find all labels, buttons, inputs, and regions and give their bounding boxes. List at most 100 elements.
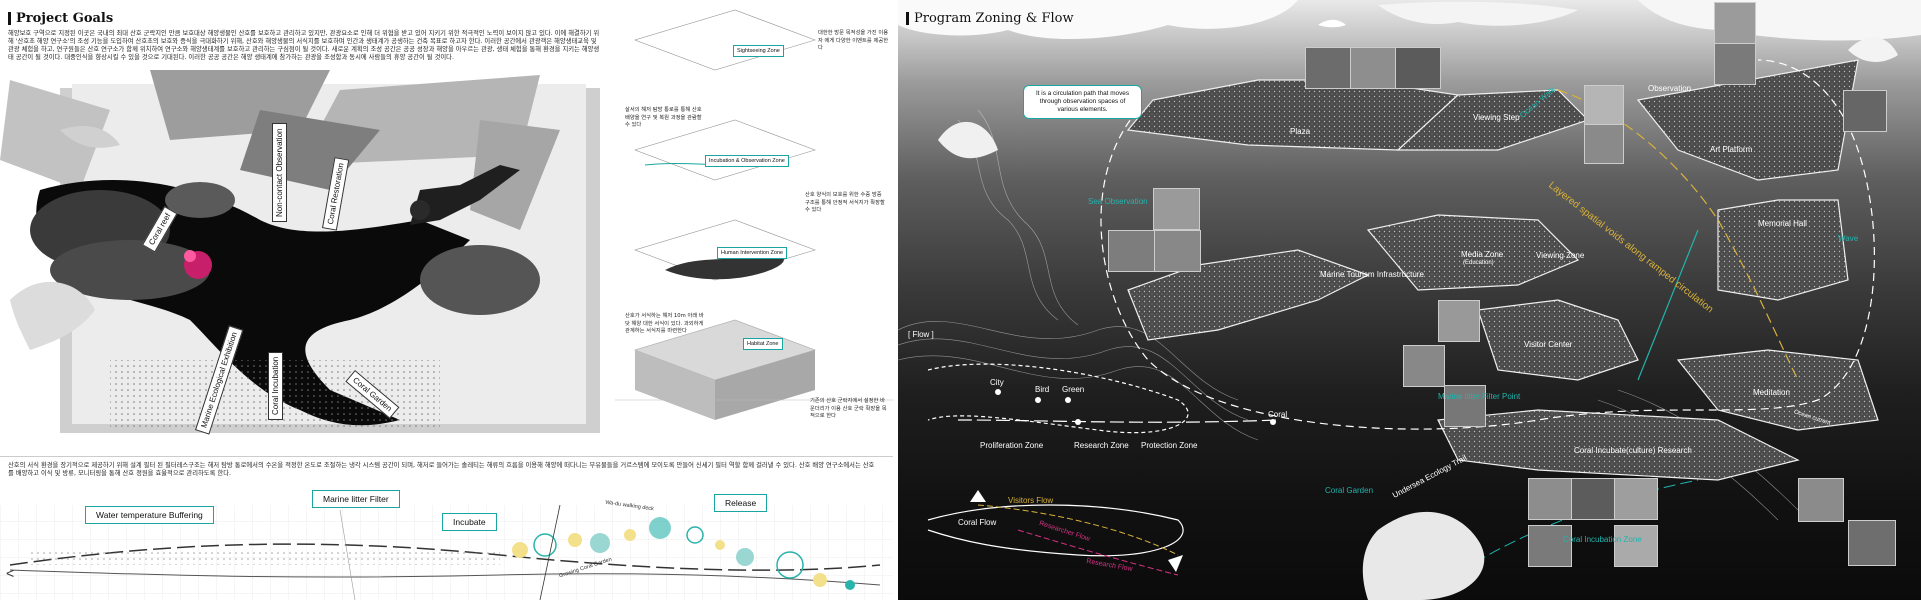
visitors-flow-line bbox=[977, 504, 1179, 556]
zone-habitat: Habitat Zone bbox=[743, 338, 783, 350]
island bbox=[1362, 511, 1485, 600]
zone-visitor-center: Visitor Center bbox=[1524, 340, 1573, 349]
photo-5 bbox=[1584, 124, 1624, 164]
flow-green: Green bbox=[1062, 385, 1085, 394]
diver-head bbox=[410, 200, 430, 220]
zone-media: Media Zone bbox=[1461, 250, 1504, 259]
filter-pole bbox=[339, 509, 356, 600]
prev-arrow[interactable]: < bbox=[6, 565, 15, 581]
habitat-side-r bbox=[715, 350, 815, 420]
note-human: 산호 양식의 보호를 위한 수중 방증 구조를 통해 안정적 서식지가 확장할 … bbox=[805, 192, 885, 213]
project-goals-board: Project Goals 해양보호 구역으로 지정된 이곳은 국내의 최대 산… bbox=[0, 0, 893, 600]
flow-arrow bbox=[1168, 555, 1183, 572]
coral-flow-loop bbox=[927, 504, 1184, 557]
legend-marine-litter: Marine litter Filter bbox=[312, 490, 400, 508]
photo-16 bbox=[1571, 478, 1615, 520]
plate-marine-tourism bbox=[1127, 249, 1370, 341]
photo-20 bbox=[1798, 478, 1844, 522]
photo-10 bbox=[1108, 230, 1155, 272]
photo-17 bbox=[1614, 478, 1658, 520]
legend-incubate: Incubate bbox=[442, 513, 497, 531]
researcher-flow-line bbox=[1017, 529, 1179, 576]
teal-wave: Wave bbox=[1838, 234, 1859, 243]
bird-left bbox=[938, 121, 998, 159]
flow-bird: Bird bbox=[1035, 385, 1050, 394]
layer-1 bbox=[634, 9, 816, 71]
zone-incubation-observation: Incubation & Observation Zone bbox=[705, 155, 789, 167]
zone-observation: Observation bbox=[1648, 84, 1692, 93]
divider bbox=[0, 456, 893, 457]
teal-ramp bbox=[1637, 229, 1699, 381]
zone-plaza: Plaza bbox=[1290, 127, 1311, 136]
teal-coral-incubation-zone: Coral Incubation Zone bbox=[1563, 535, 1642, 544]
photo-13 bbox=[1403, 345, 1445, 387]
zone-human-intervention: Human Intervention Zone bbox=[717, 247, 788, 259]
zone-media-sub: (Education) bbox=[1463, 260, 1494, 266]
flow-loop bbox=[927, 363, 1189, 434]
photo-15 bbox=[1528, 478, 1572, 520]
program-zoning-title: Program Zoning & Flow bbox=[906, 11, 1074, 26]
program-zoning-heading: Program Zoning & Flow bbox=[914, 11, 1074, 26]
circulation-callout: It is a circulation path that moves thro… bbox=[1023, 85, 1142, 119]
release-pole bbox=[539, 504, 561, 600]
rock-right bbox=[420, 245, 540, 315]
project-goals-title: Project Goals bbox=[8, 11, 113, 26]
flow-city: City bbox=[990, 378, 1004, 387]
flow-visitors: Visitors Flow bbox=[1008, 496, 1054, 505]
photo-18 bbox=[1528, 525, 1572, 567]
zoning-graphic bbox=[898, 0, 1921, 600]
teal-sea-observation: Sea Observation bbox=[1088, 197, 1148, 206]
zone-marine-tourism: Marine Tourism Infrastructure bbox=[1320, 270, 1424, 279]
rock-left-2 bbox=[50, 240, 210, 300]
flow-research-zone: Research Zone bbox=[1074, 441, 1129, 450]
axon-layers bbox=[615, 9, 893, 420]
rock-layer bbox=[665, 254, 784, 280]
diver bbox=[410, 165, 520, 225]
photo-1 bbox=[1305, 47, 1351, 89]
zone-art-platform: Art Platform bbox=[1710, 145, 1753, 154]
ground-line bbox=[9, 569, 881, 586]
main-collage: Coral reef Non-contact Observation Coral… bbox=[0, 70, 600, 440]
grey-shape-3 bbox=[0, 80, 110, 190]
cloud-top-right bbox=[1638, 0, 1921, 41]
teal-marine-litter-point: Marine litter Filter Point bbox=[1438, 392, 1521, 401]
photo-4 bbox=[1584, 85, 1624, 125]
flow-protection-zone: Protection Zone bbox=[1141, 441, 1198, 450]
title-bar bbox=[8, 12, 11, 25]
gull-top-left bbox=[60, 125, 120, 148]
plate-viewing-step bbox=[1396, 89, 1590, 151]
cloud-top-mid bbox=[1378, 1, 1578, 26]
project-goals-intro: 해양보호 구역으로 지정된 이곳은 국내의 최대 산호 군락지인 만큼 보호대상… bbox=[8, 30, 600, 61]
photo-21 bbox=[1848, 520, 1896, 566]
zone-viewing: Viewing Zone bbox=[1536, 251, 1585, 260]
layer-2 bbox=[634, 119, 816, 181]
axon-stack: Sightseeing Zone Incubation & Observatio… bbox=[615, 0, 893, 450]
zone-sightseeing: Sightseeing Zone bbox=[733, 45, 784, 57]
legend-release: Release bbox=[714, 494, 768, 512]
plate-media-zone bbox=[1366, 214, 1580, 291]
note-incubation: 살서의 해저 탐방 통로를 통해 산호 배양을 연구 및 복원 과정을 관람할 … bbox=[625, 107, 702, 128]
photo-9 bbox=[1153, 188, 1200, 230]
flow-arrow-up bbox=[970, 490, 986, 502]
photo-3 bbox=[1395, 47, 1441, 89]
grey-shape-5 bbox=[470, 120, 560, 230]
label-coral-incubation: Coral Incubation bbox=[268, 351, 283, 420]
photo-6 bbox=[1714, 2, 1756, 44]
photo-8 bbox=[1843, 90, 1887, 132]
plate-visitor-center bbox=[1477, 299, 1639, 381]
rock-mid bbox=[165, 182, 235, 218]
flow-nodes bbox=[995, 389, 1276, 425]
photo-11 bbox=[1154, 230, 1201, 272]
zone-viewing-step: Viewing Step bbox=[1473, 113, 1520, 122]
plate-coral-research bbox=[1437, 409, 1800, 481]
pink-coral-highlight bbox=[184, 250, 196, 262]
incubate-circles bbox=[512, 517, 855, 590]
zone-memorial-hall: Memorial Hall bbox=[1758, 219, 1807, 228]
cloud-top-left bbox=[898, 0, 1298, 40]
habitat-side-l bbox=[635, 350, 715, 420]
green-field bbox=[30, 550, 500, 565]
zone-meditation: Meditation bbox=[1753, 388, 1790, 397]
bird-small bbox=[1318, 19, 1346, 28]
flow-heading: [ Flow ] bbox=[908, 330, 934, 339]
project-goals-heading: Project Goals bbox=[16, 11, 114, 26]
